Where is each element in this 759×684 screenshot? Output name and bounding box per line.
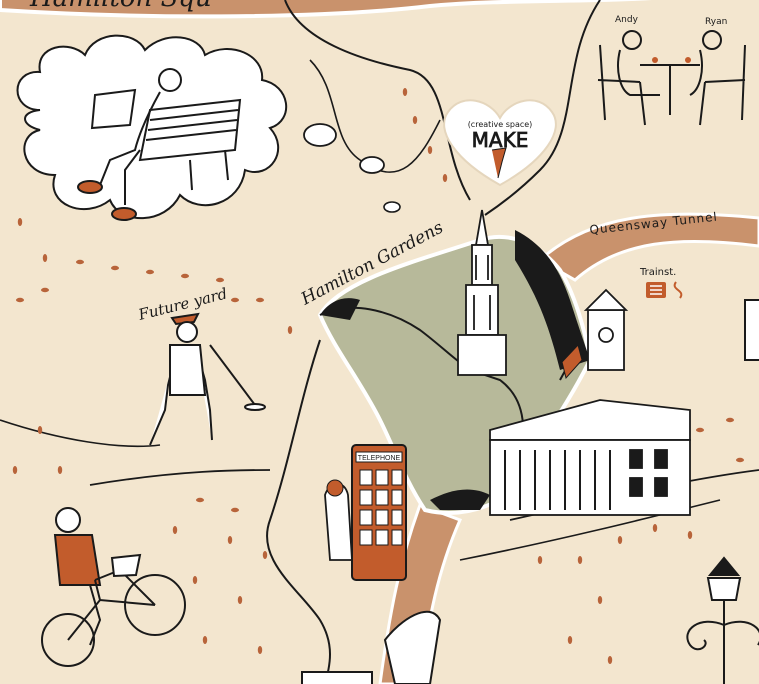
street-lamp-icon — [686, 556, 759, 684]
path-line-1 — [284, 0, 471, 201]
cafe-person-2-label: Ryan — [705, 17, 727, 27]
cafe-table-icon: Andy Ryan — [597, 15, 746, 126]
path-line-3 — [309, 59, 441, 173]
label-telephone: TELEPHONE — [358, 455, 401, 462]
make-small-label: (creative space) — [468, 120, 533, 129]
building-fragment — [301, 610, 442, 684]
path-line-8 — [0, 419, 161, 448]
label-train-station: Trainst. — [639, 267, 676, 278]
singer-icon — [149, 312, 266, 446]
bench-icon — [77, 68, 242, 221]
path-line-4 — [266, 339, 331, 684]
road-top — [0, 0, 652, 19]
dotted-paths — [12, 88, 744, 664]
path-line-2 — [484, 0, 601, 216]
monument-spire-icon — [457, 209, 507, 376]
make-big-label: MAKE — [472, 128, 529, 152]
rail-sign-icon[interactable]: Trainst. — [639, 267, 683, 299]
thought-cloud-icon — [16, 34, 401, 220]
heart-make-icon[interactable]: (creative space) MAKE — [443, 99, 557, 187]
sign-fragment — [744, 299, 759, 361]
path-line-5 — [89, 469, 271, 486]
telephone-box-icon[interactable]: TELEPHONE — [324, 444, 407, 581]
label-top-square: Hamilton Squ — [29, 0, 212, 13]
flag-icon — [559, 339, 583, 381]
road-queensway — [537, 212, 759, 282]
town-hall-icon — [489, 288, 691, 516]
cafe-person-1-label: Andy — [615, 15, 639, 25]
cyclist-icon — [41, 507, 186, 667]
